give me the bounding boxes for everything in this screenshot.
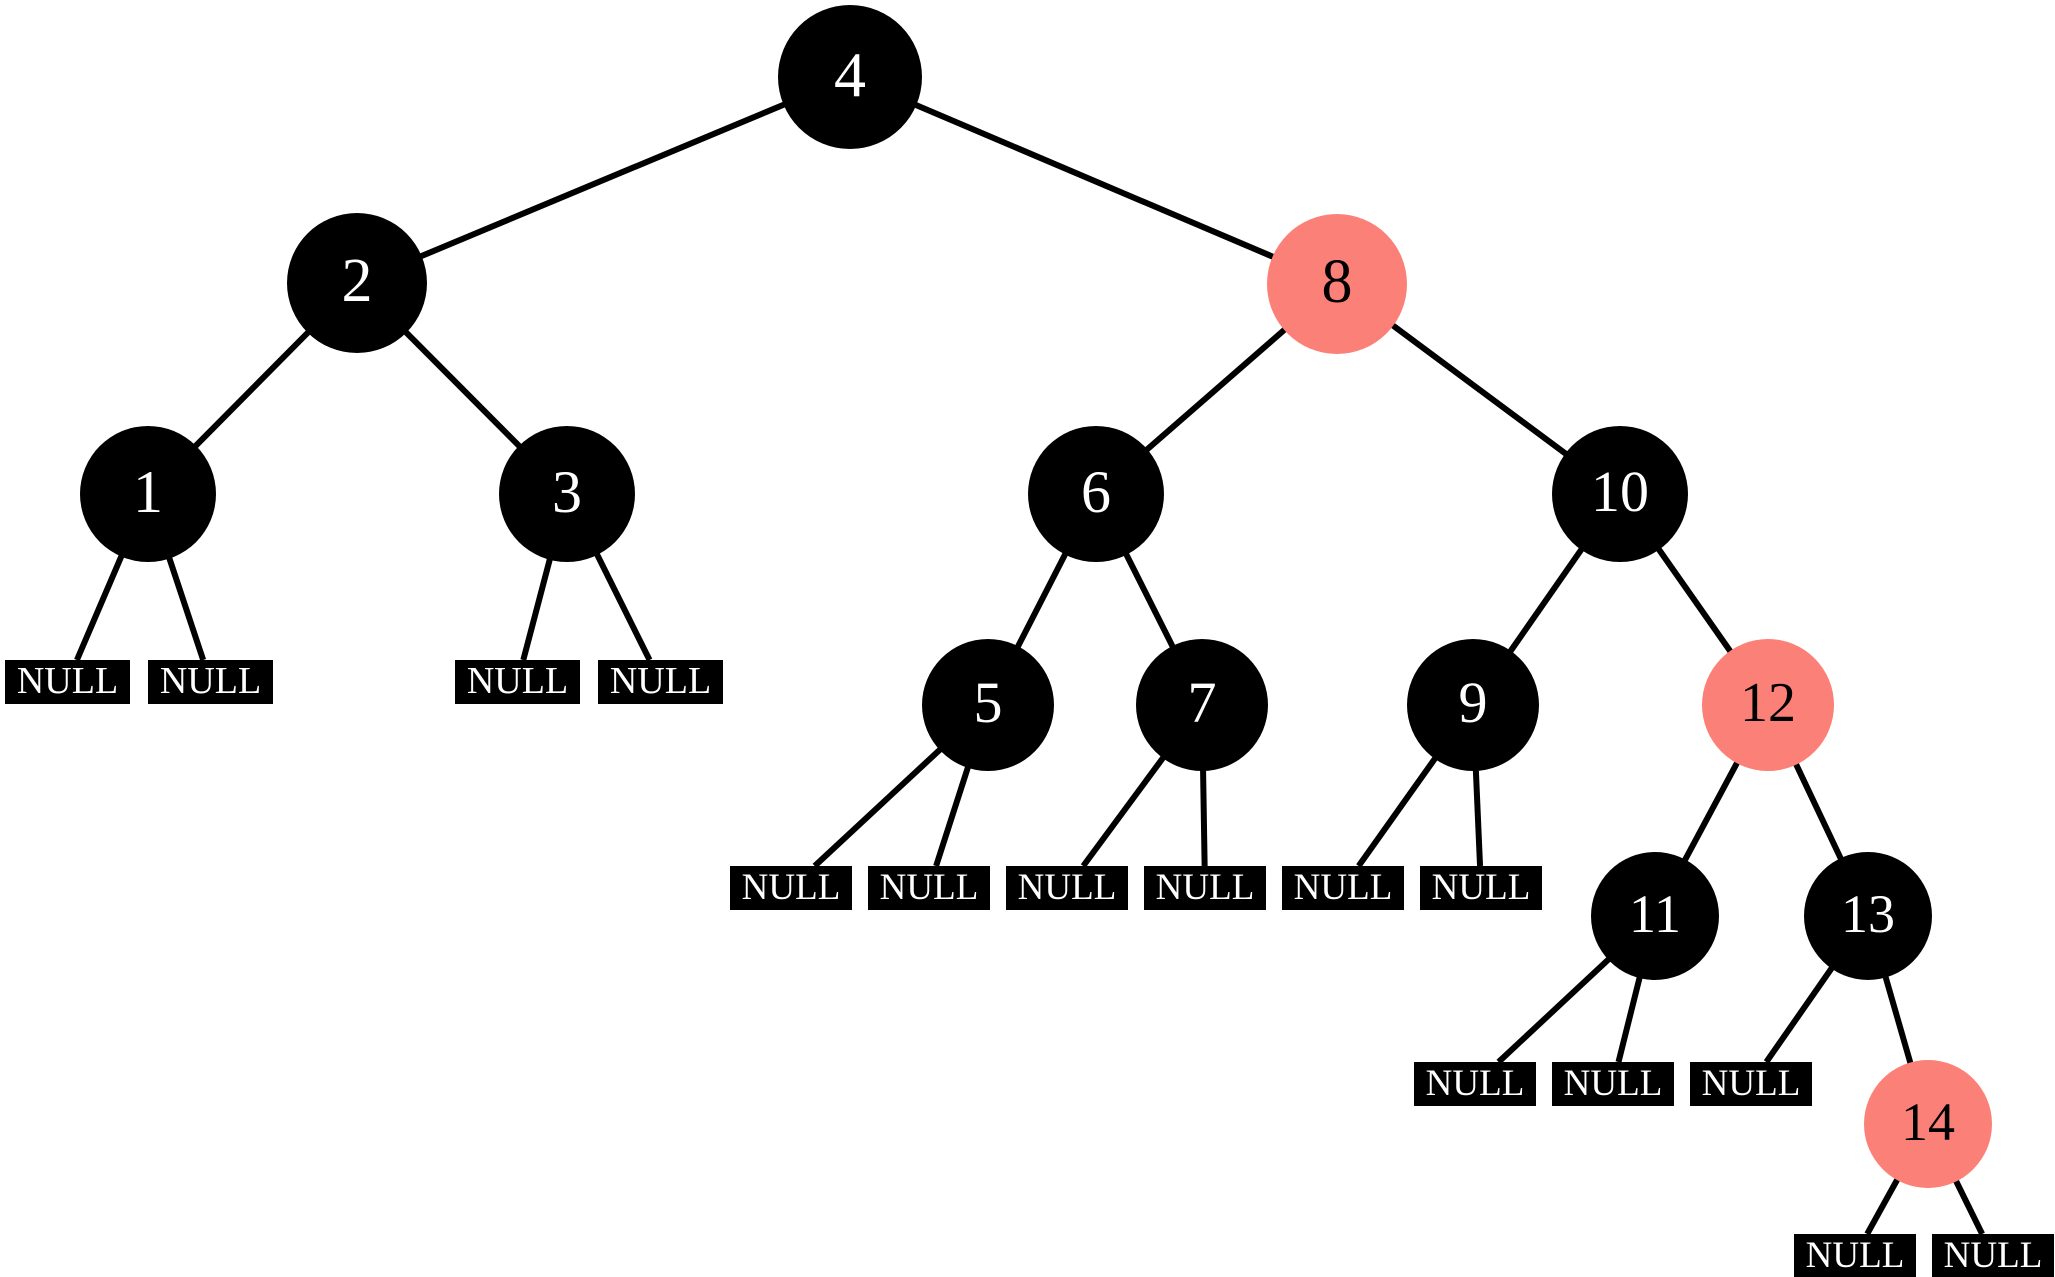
tree-edge [1080, 754, 1167, 868]
tree-edge [74, 553, 125, 662]
tree-edge [1792, 761, 1845, 862]
tree-edge [1200, 768, 1208, 867]
tree-node-label: 14 [1901, 1092, 1955, 1152]
tree-null-label: NULL [741, 866, 841, 908]
tree-node-8[interactable]: 8 [1267, 214, 1407, 354]
tree-null-label: NULL [466, 660, 569, 702]
tree-edge [1143, 326, 1288, 453]
tree-null-leaf: NULL [868, 866, 990, 910]
tree-null-label: NULL [879, 866, 979, 908]
tree-node-label: 9 [1458, 670, 1488, 735]
tree-node-13[interactable]: 13 [1804, 852, 1932, 980]
tree-edge [1681, 760, 1741, 863]
tree-node-label: 1 [133, 459, 163, 525]
tree-null-leaf: NULL [5, 660, 130, 704]
tree-edge [933, 764, 972, 867]
tree-null-label: NULL [1155, 866, 1255, 908]
tree-node-11[interactable]: 11 [1591, 852, 1719, 980]
tree-null-label: NULL [1017, 866, 1117, 908]
tree-edge [165, 555, 207, 661]
tree-edge [418, 101, 787, 260]
tree-node-label: 2 [341, 247, 373, 315]
tree-edge [1122, 551, 1176, 650]
tree-node-label: 5 [973, 670, 1003, 735]
tree-edge [1615, 975, 1643, 1063]
tree-node-1[interactable]: 1 [80, 426, 216, 562]
tree-edge [1763, 965, 1836, 1064]
tree-null-leaf: NULL [1282, 866, 1404, 910]
tree-node-label: 8 [1321, 248, 1353, 316]
tree-node-label: 13 [1841, 884, 1895, 944]
tree-null-leaf: NULL [1006, 866, 1128, 910]
tree-edge [1882, 974, 1914, 1066]
tree-node-label: 4 [834, 39, 866, 110]
tree-node-2[interactable]: 2 [287, 213, 427, 353]
tree-node-12[interactable]: 12 [1702, 639, 1834, 771]
tree-edge [1507, 546, 1585, 655]
tree-edge [1014, 551, 1069, 650]
tree-edge [593, 551, 653, 662]
tree-null-label: NULL [1701, 1062, 1801, 1104]
tree-edge [913, 101, 1276, 261]
tree-null-label: NULL [1425, 1062, 1525, 1104]
tree-null-label: NULL [609, 660, 712, 702]
tree-edge [812, 746, 944, 869]
tree-null-leaf: NULL [1690, 1062, 1812, 1106]
tree-edge [1864, 1176, 1901, 1236]
tree-node-label: 3 [552, 459, 582, 525]
tree-edge [1356, 755, 1439, 868]
tree-node-3[interactable]: 3 [499, 426, 635, 562]
tree-node-5[interactable]: 5 [922, 639, 1054, 771]
tree-null-label: NULL [1563, 1062, 1663, 1104]
tree-null-label: NULL [16, 660, 119, 702]
tree-null-label: NULL [1431, 866, 1531, 908]
tree-null-label: NULL [1293, 866, 1393, 908]
tree-node-9[interactable]: 9 [1407, 639, 1539, 771]
tree-node-14[interactable]: 14 [1864, 1060, 1992, 1188]
tree-node-7[interactable]: 7 [1136, 639, 1268, 771]
tree-null-leaf: NULL [1552, 1062, 1674, 1106]
tree-null-leaf: NULL [730, 866, 852, 910]
tree-null-leaf: NULL [455, 660, 580, 704]
tree-null-leaf: NULL [1932, 1234, 2054, 1277]
tree-null-leaf: NULL [148, 660, 273, 704]
tree-edge [402, 329, 523, 450]
tree-null-leaf: NULL [1144, 866, 1266, 910]
tree-node-4[interactable]: 4 [778, 5, 922, 149]
tree-node-6[interactable]: 6 [1028, 426, 1164, 562]
tree-edge [1472, 768, 1484, 867]
tree-null-label: NULL [1943, 1234, 2043, 1276]
tree-edge [1952, 1178, 1985, 1236]
tree-edge [1496, 956, 1612, 1065]
tree-null-leaf: NULL [598, 660, 723, 704]
tree-edge [1389, 322, 1569, 458]
tree-null-leaf: NULL [1794, 1234, 1916, 1277]
tree-node-label: 7 [1187, 670, 1217, 735]
tree-edge [192, 329, 312, 450]
tree-edge [520, 557, 554, 661]
tree-null-label: NULL [159, 660, 262, 702]
tree-node-10[interactable]: 10 [1552, 426, 1688, 562]
tree-null-label: NULL [1805, 1234, 1905, 1276]
tree-null-leaf: NULL [1414, 1062, 1536, 1106]
tree-node-label: 10 [1591, 459, 1649, 524]
tree-node-label: 12 [1740, 672, 1796, 734]
tree-node-label: 6 [1081, 459, 1111, 525]
tree-node-label: 11 [1629, 884, 1681, 944]
tree-null-leaf: NULL [1420, 866, 1542, 910]
tree-edge [1655, 546, 1734, 655]
